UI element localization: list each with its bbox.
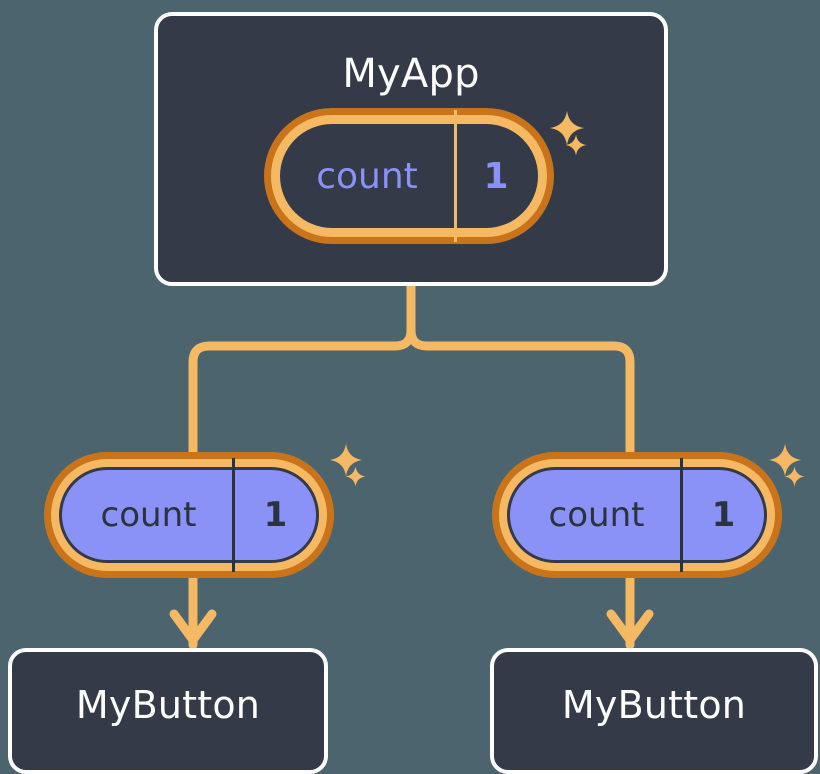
- button-component-card-left[interactable]: MyButton: [8, 648, 328, 774]
- pill-divider-app: [454, 110, 457, 242]
- state-label-left: count: [100, 495, 197, 535]
- sparkle-left-large: [329, 443, 363, 477]
- button-component-title-right: MyButton: [561, 683, 747, 727]
- state-pill-app[interactable]: count 1: [264, 108, 554, 244]
- wire-app-to-right: [406, 281, 635, 467]
- sparkle-right-large: [768, 443, 802, 477]
- pill-divider-left: [232, 458, 235, 572]
- sparkle-left-small: [345, 466, 366, 487]
- state-value-right: 1: [711, 495, 736, 535]
- state-pill-right[interactable]: count 1: [492, 452, 782, 578]
- pill-surface: count 1: [59, 458, 319, 572]
- sparkle-right-small: [784, 466, 805, 487]
- state-value-left: 1: [263, 495, 288, 535]
- state-label-app: count: [316, 155, 418, 197]
- arrowhead-left: [169, 609, 217, 645]
- state-pill-left[interactable]: count 1: [44, 452, 334, 578]
- app-component-title: MyApp: [342, 51, 480, 97]
- pill-surface: count 1: [280, 110, 538, 242]
- pill-surface: count 1: [507, 458, 767, 572]
- button-component-card-right[interactable]: MyButton: [490, 648, 818, 774]
- wire-app-to-left: [188, 281, 416, 467]
- button-component-title-left: MyButton: [75, 683, 261, 727]
- state-label-right: count: [548, 495, 645, 535]
- state-value-app: 1: [483, 155, 509, 197]
- arrowhead-right: [606, 609, 654, 645]
- pill-divider-right: [680, 458, 683, 572]
